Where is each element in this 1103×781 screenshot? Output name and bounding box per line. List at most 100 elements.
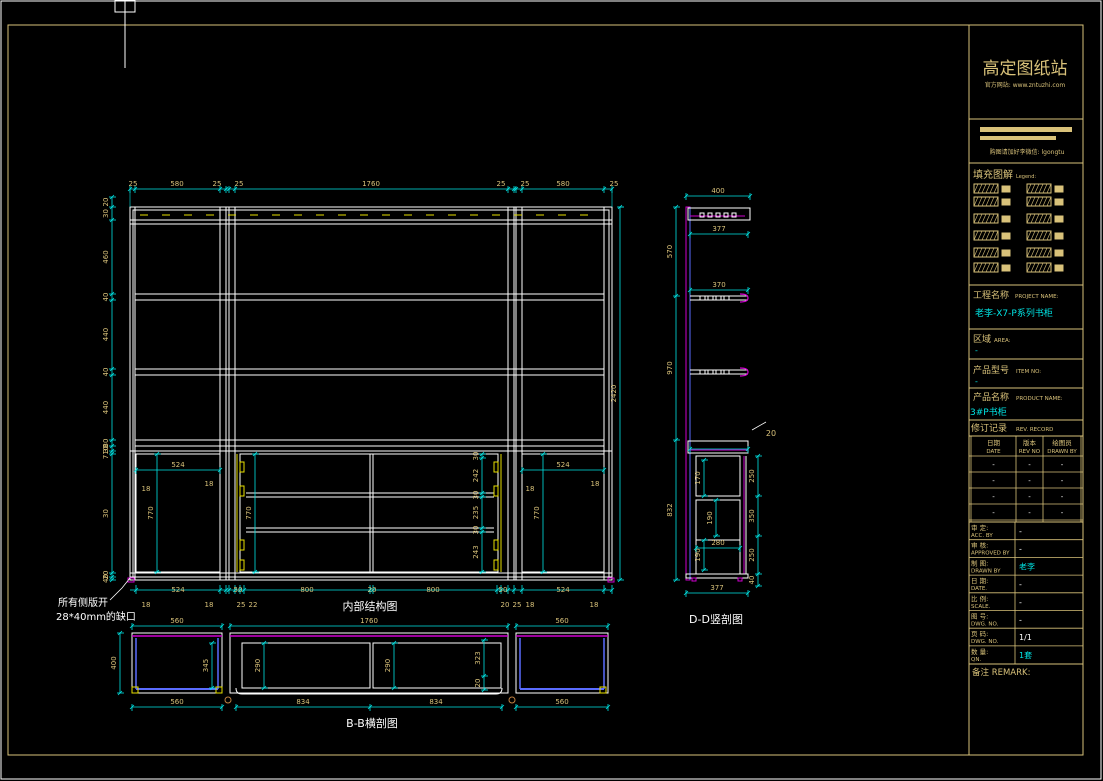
dim-label: 20: [501, 601, 510, 609]
item-label: 产品型号: [973, 364, 1009, 376]
hatch-stroke: [1034, 262, 1040, 273]
dim-label: 20: [474, 679, 482, 688]
dim-label: 524: [171, 461, 185, 469]
dim-tick: [481, 687, 487, 693]
hatch-stroke: [977, 262, 983, 273]
dim-tick: [519, 467, 525, 473]
shelf-lip: [739, 367, 749, 377]
shelf-bracket: [715, 212, 721, 218]
hatch-stroke: [993, 230, 999, 241]
dim-tick: [511, 587, 517, 593]
dim-tick: [109, 291, 115, 297]
hinge-icon: [493, 539, 499, 551]
dim-label: 18: [142, 601, 151, 609]
dim-label: 235: [472, 506, 480, 519]
dim-tick: [511, 186, 517, 192]
foot: [691, 577, 697, 582]
dim-label: 377: [712, 225, 725, 233]
area-label-en: AREA:: [994, 338, 1011, 344]
rev-label-en: REV. RECORD: [1016, 427, 1053, 433]
dim-label: 560: [170, 617, 183, 625]
dim-tick: [479, 569, 485, 575]
dim-tick: [109, 366, 115, 372]
dim-tick: [367, 704, 373, 710]
approval-label-en: SCALE.: [971, 604, 991, 610]
hatch-stroke: [1026, 196, 1032, 207]
dim-label: 20: [102, 198, 110, 207]
hatch-stroke: [1026, 230, 1032, 241]
hatch-stroke: [1030, 196, 1036, 207]
dim-label: 400: [110, 656, 118, 669]
dim-tick: [129, 704, 135, 710]
dim-label: 242: [472, 469, 480, 482]
lower-door-left: [135, 453, 221, 573]
rev-cell: -: [992, 477, 995, 485]
hatch-swatch-mini: [1001, 264, 1011, 272]
dim-label: 580: [170, 180, 183, 188]
dim-tick: [737, 545, 743, 551]
dim-tick: [745, 287, 751, 293]
hatch-stroke: [1034, 183, 1040, 194]
dim-tick: [117, 630, 123, 636]
dim-tick: [617, 204, 623, 210]
hinge-icon: [493, 559, 499, 571]
hatch-stroke: [1038, 196, 1044, 207]
hatch-stroke: [993, 196, 999, 207]
shelf-bracket: [723, 212, 729, 218]
dim-tick: [367, 587, 373, 593]
hatch-stroke: [985, 262, 991, 273]
dim-tick: [219, 623, 225, 629]
hatch-stroke: [973, 262, 979, 273]
hatch-stroke: [989, 262, 995, 273]
front-cabinet-structure: [127, 206, 615, 583]
rev-header: 日期: [987, 439, 1001, 447]
dim-tick: [519, 587, 525, 593]
rev-cell: -: [1061, 493, 1064, 501]
dim-tick: [217, 467, 223, 473]
dim-label: 30: [472, 491, 480, 500]
dim-label: 50: [499, 586, 508, 594]
dim-label: 440: [102, 401, 110, 414]
dim-label: 22: [249, 601, 258, 609]
hatch-stroke: [985, 213, 991, 224]
dim-tick: [109, 443, 115, 449]
lower-door-right: [521, 453, 605, 573]
brand-bar: [980, 127, 1072, 132]
back-panel: [685, 206, 691, 581]
approval-label: 比 例:: [971, 594, 988, 603]
dim-label: 40: [748, 576, 756, 585]
foot: [607, 577, 615, 583]
dim-label: 323: [474, 651, 482, 664]
dim-label: 18: [142, 485, 151, 493]
dim-tick: [109, 570, 115, 576]
hatch-stroke: [989, 230, 995, 241]
dim-tick: [701, 567, 707, 573]
dim-tick: [609, 587, 615, 593]
shelf-bracket: [707, 295, 714, 301]
dim-tick: [109, 448, 115, 454]
rev-cell: -: [1028, 509, 1031, 517]
dim-tick: [109, 204, 115, 210]
dim-label: 40: [102, 293, 110, 302]
dim-tick: [540, 451, 546, 457]
dim-label: 30: [102, 439, 110, 448]
title-block: 高定图纸站 官方网站: www.zntuzhi.com 购图请加好李微信: lg…: [968, 25, 1083, 755]
dim-tick: [687, 446, 693, 452]
approval-label: 审 核:: [971, 541, 988, 550]
dim-tick: [540, 569, 546, 575]
dim-tick: [223, 186, 229, 192]
approval-value: 老李: [1019, 561, 1035, 571]
dim-tick: [241, 587, 247, 593]
dim-tick: [519, 186, 525, 192]
dim-label: 1760: [360, 617, 378, 625]
hatch-stroke: [993, 213, 999, 224]
dim-label: 30: [472, 452, 480, 461]
dim-label: 570: [666, 245, 674, 258]
hatch-stroke: [1038, 213, 1044, 224]
hinge-icon: [239, 539, 245, 551]
dim-tick: [217, 587, 223, 593]
dim-tick: [755, 533, 761, 539]
dim-tick: [133, 467, 139, 473]
dim-label: 350: [748, 509, 756, 522]
dim-tick: [513, 623, 519, 629]
